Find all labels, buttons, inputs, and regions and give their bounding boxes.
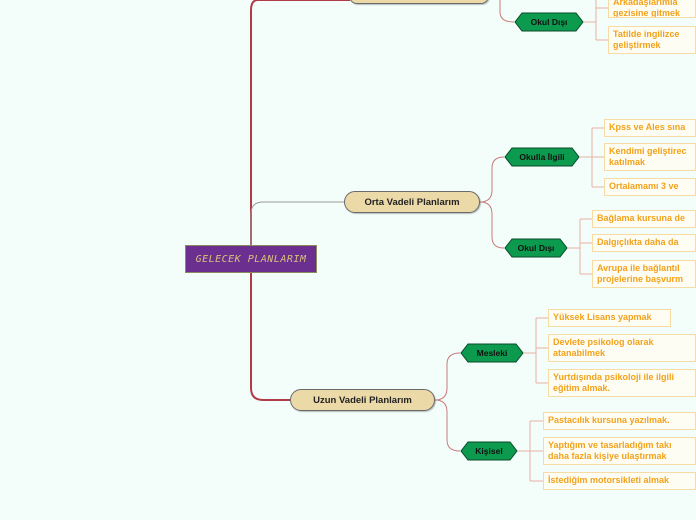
leaf-text: Yaptığım ve tasarladığım takı	[548, 440, 672, 450]
leaf-text: Yüksek Lisans yapmak	[553, 312, 652, 322]
leaf-text: Yurtdışında psikoloji ile ilgili	[553, 372, 675, 382]
leaf-text: eğitim almak.	[553, 383, 611, 393]
leaf-friends-trip[interactable]: Arkadaşlarımla gezisine gitmek	[608, 0, 696, 18]
leaf-text: İstediğim motorsikleti almak	[548, 475, 670, 485]
leaf-baglama-course[interactable]: Bağlama kursuna de	[592, 210, 696, 228]
leaf-text: Ortalamamı 3 ve	[609, 181, 679, 191]
leaf-text: Avrupa ile bağlantıl	[597, 263, 680, 273]
mid-term-plans-node[interactable]: Orta Vadeli Planlarım	[344, 191, 480, 213]
leaf-text: daha fazla kişiye ulaştırmak	[548, 451, 667, 461]
long-term-personal-node[interactable]: Kişisel	[460, 441, 518, 461]
leaf-improve-english[interactable]: Tatilde ingilizce geliştirmek	[608, 26, 696, 54]
short-term-outside-node[interactable]: Okul Dışı	[514, 12, 584, 32]
leaf-pastry-course[interactable]: Pastacılık kursuna yazılmak.	[543, 412, 696, 430]
short-term-outside-label: Okul Dışı	[530, 17, 568, 27]
leaf-jewelry-reach[interactable]: Yaptığım ve tasarladığım takı daha fazla…	[543, 437, 696, 465]
leaf-europe-projects[interactable]: Avrupa ile bağlantıl projelerine başvurm	[592, 260, 696, 288]
leaf-masters-degree[interactable]: Yüksek Lisans yapmak	[548, 309, 671, 327]
mid-term-outside-node[interactable]: Okul Dışı	[504, 238, 568, 258]
long-term-label: Uzun Vadeli Planlarım	[313, 394, 412, 406]
leaf-text: Dalgıçlıkta daha da	[597, 237, 679, 247]
leaf-text: Bağlama kursuna de	[597, 213, 686, 223]
root-label: GELECEK PLANLARIM	[195, 253, 307, 265]
leaf-abroad-education[interactable]: Yurtdışında psikoloji ile ilgili eğitim …	[548, 369, 696, 397]
leaf-text: Arkadaşlarımla	[613, 0, 678, 7]
leaf-text: gezisine gitmek	[613, 8, 681, 18]
leaf-text: Tatilde ingilizce	[613, 29, 680, 39]
leaf-text: Pastacılık kursuna yazılmak.	[548, 415, 670, 425]
long-term-professional-label: Mesleki	[476, 348, 508, 358]
leaf-diving[interactable]: Dalgıçlıkta daha da	[592, 234, 696, 252]
leaf-text: Kendimi geliştirec	[609, 146, 687, 156]
leaf-text: projelerine başvurm	[597, 274, 684, 284]
mid-term-outside-label: Okul Dışı	[517, 243, 555, 253]
leaf-text: atanabilmek	[553, 348, 606, 358]
leaf-self-improvement[interactable]: Kendimi geliştirec katılmak	[604, 143, 696, 171]
leaf-text: geliştirmek	[613, 40, 661, 50]
root-node[interactable]: GELECEK PLANLARIM	[185, 245, 317, 273]
leaf-text: Devlete psikolog olarak	[553, 337, 654, 347]
long-term-plans-node[interactable]: Uzun Vadeli Planlarım	[290, 389, 435, 411]
leaf-state-psychologist[interactable]: Devlete psikolog olarak atanabilmek	[548, 334, 696, 362]
long-term-personal-label: Kişisel	[475, 446, 503, 456]
leaf-text: katılmak	[609, 157, 646, 167]
leaf-kpss-ales[interactable]: Kpss ve Ales sına	[604, 119, 696, 137]
mid-term-school-node[interactable]: Okulla İlgili	[504, 147, 580, 167]
leaf-gpa-goal[interactable]: Ortalamamı 3 ve	[604, 178, 696, 196]
mid-term-school-label: Okulla İlgili	[519, 152, 565, 162]
short-term-plans-node[interactable]	[349, 0, 489, 4]
long-term-professional-node[interactable]: Mesleki	[460, 343, 524, 363]
mid-term-label: Orta Vadeli Planlarım	[364, 196, 460, 208]
leaf-motorcycle[interactable]: İstediğim motorsikleti almak	[543, 472, 696, 490]
leaf-text: Kpss ve Ales sına	[609, 122, 686, 132]
